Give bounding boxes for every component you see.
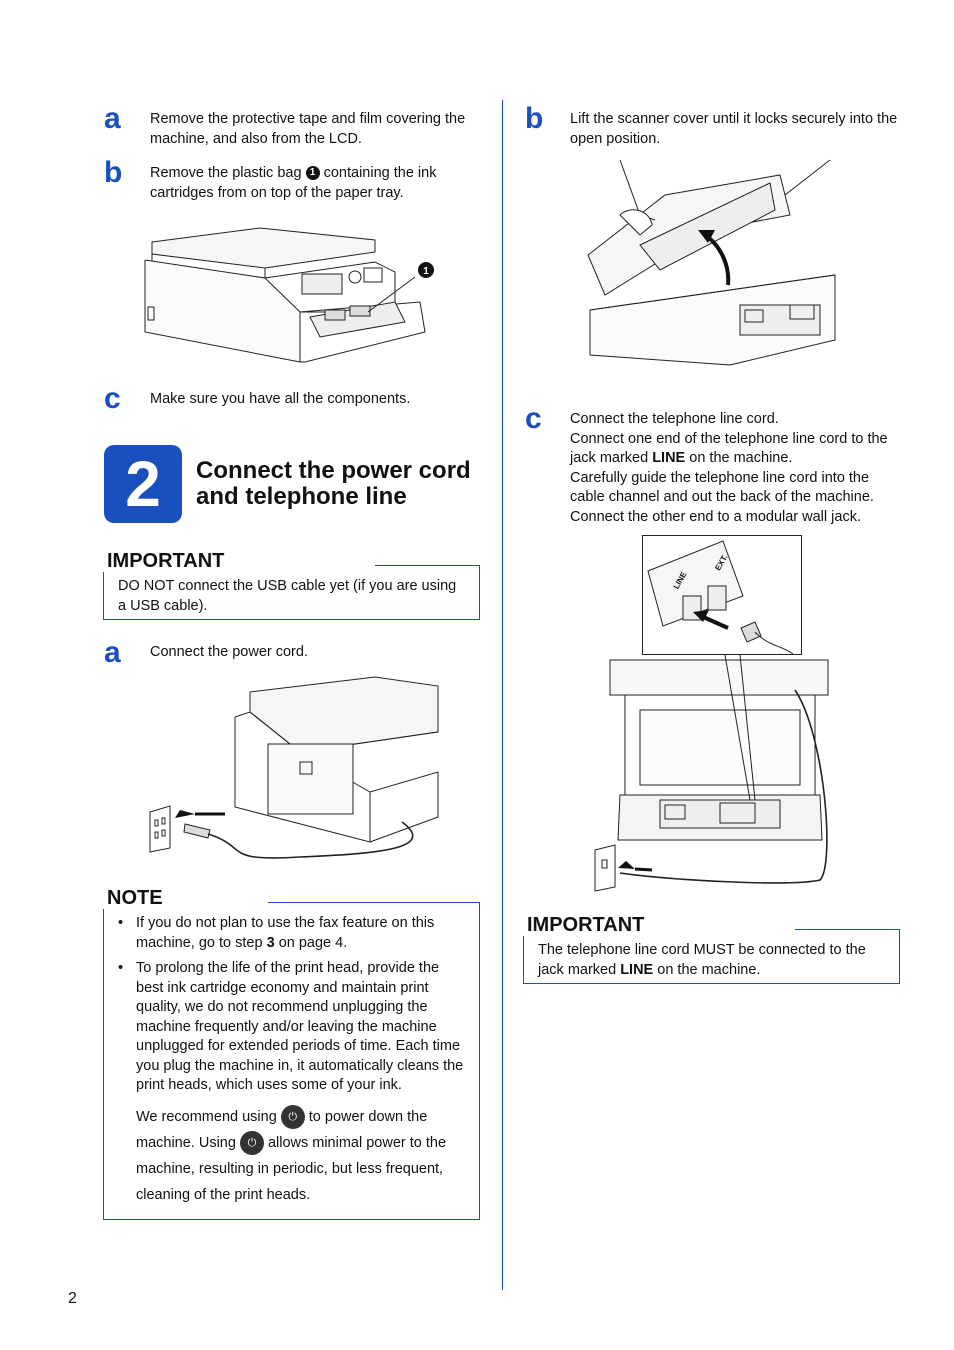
right-step-b-letter: b bbox=[525, 102, 544, 135]
important-heading-right: IMPORTANT bbox=[527, 914, 649, 937]
important-text-right: The telephone line cord MUST be connecte… bbox=[538, 942, 866, 978]
step-a2-letter: a bbox=[104, 636, 121, 669]
power-icon: ⏻ bbox=[239, 1130, 264, 1155]
note-body: If you do not plan to use the fax featur… bbox=[116, 914, 468, 1214]
svg-text:1: 1 bbox=[423, 266, 429, 277]
step-c-text: Make sure you have all the components. bbox=[150, 391, 411, 407]
scanner-cover-illustration bbox=[587, 159, 836, 366]
right-step-c-text: Connect the telephone line cord. Connect… bbox=[570, 411, 888, 525]
callout-1-icon: 1 bbox=[305, 166, 320, 181]
power-icon: ⏻ bbox=[280, 1104, 305, 1129]
step-a-text: Remove the protective tape and film cove… bbox=[150, 111, 466, 147]
section-title: Connect the power cord and telephone lin… bbox=[196, 457, 471, 510]
right-step-c-letter: c bbox=[525, 402, 542, 435]
step-b-text: Remove the plastic bag 1 containing the … bbox=[150, 165, 437, 201]
telephone-line-illustration bbox=[594, 655, 829, 892]
note-bullet-1: If you do not plan to use the fax featur… bbox=[116, 914, 468, 953]
column-divider bbox=[502, 100, 503, 1290]
printer-illustration: 1 bbox=[144, 227, 434, 363]
note-power-paragraph: We recommend using⏻to power down the mac… bbox=[136, 1104, 468, 1208]
step-a-letter: a bbox=[104, 102, 121, 135]
right-step-b-text: Lift the scanner cover until it locks se… bbox=[570, 111, 898, 147]
important-heading-left: IMPORTANT bbox=[107, 550, 229, 573]
section-number-badge: 2 bbox=[104, 445, 182, 523]
note-bullet-2: To prolong the life of the print head, p… bbox=[116, 959, 468, 1208]
note-heading: NOTE bbox=[107, 887, 167, 910]
step-c-letter: c bbox=[104, 382, 121, 415]
important-text-left: DO NOT connect the USB cable yet (if you… bbox=[118, 578, 457, 614]
jack-closeup-inset: LINE EXT. bbox=[642, 535, 802, 655]
step-b-letter: b bbox=[104, 156, 123, 189]
page-number: 2 bbox=[68, 1290, 77, 1307]
step-a2-text: Connect the power cord. bbox=[150, 644, 308, 660]
power-cord-illustration bbox=[149, 676, 439, 859]
note-box bbox=[103, 902, 480, 1220]
